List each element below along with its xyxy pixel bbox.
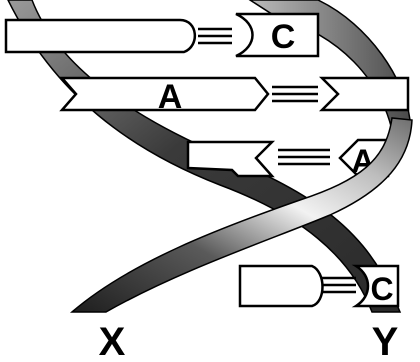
hydrogen-bonds-row-1: [198, 27, 232, 45]
base-a-row-2: A: [158, 78, 183, 116]
base-bar-row-4-left: [238, 264, 324, 308]
backbone-strand-front: [69, 117, 413, 313]
strand-label-y: Y: [372, 320, 399, 362]
hydrogen-bonds-row-3: [278, 148, 330, 166]
base-pair-row-1: C: [4, 12, 320, 58]
base-c-row-4: C: [370, 271, 393, 307]
base-c-row-1: C: [271, 18, 296, 56]
base-bar-row-2-right: [318, 76, 410, 112]
base-bar-row-1-left: [4, 18, 196, 54]
base-c-row-4-shape: [351, 264, 400, 308]
base-bar-row-3-left: [186, 140, 276, 178]
hydrogen-bonds-row-4: [322, 276, 356, 294]
hydrogen-bonds-row-2: [272, 85, 318, 103]
base-bar-row-2-left: [59, 76, 270, 112]
base-pair-row-2: A: [59, 76, 410, 116]
base-pair-row-4: C: [238, 264, 400, 308]
base-c-row-1-shape: [235, 12, 320, 58]
strand-label-x: X: [99, 320, 126, 362]
